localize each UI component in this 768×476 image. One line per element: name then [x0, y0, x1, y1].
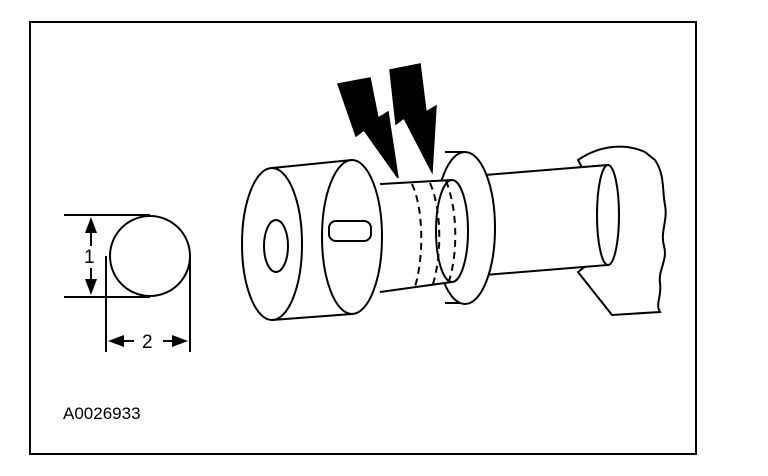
barrel-body: [380, 180, 452, 292]
front-cap-bottom-edge: [271, 313, 353, 321]
indicator-arrows: [337, 63, 437, 179]
figure-code: A0026933: [63, 404, 141, 423]
ring-line-3: [445, 180, 457, 285]
arrow-down-icon: [85, 279, 97, 295]
arrow-right-icon: [172, 335, 188, 347]
cylinder-assembly: [241, 145, 667, 321]
callout-2: 2: [142, 332, 153, 353]
front-cap-bore: [263, 219, 289, 273]
cross-section-circle: [109, 215, 191, 297]
shaft-end: [596, 164, 620, 266]
shaft-body: [484, 163, 609, 276]
key-slot: [328, 220, 372, 242]
indicator-arrow-right-icon: [389, 63, 437, 175]
barrel-top-edge: [379, 179, 453, 185]
barrel-bottom-edge: [379, 281, 453, 293]
ring-line-2: [429, 182, 441, 288]
front-cap-top-edge: [271, 159, 353, 169]
arrow-left-icon: [108, 335, 124, 347]
ring-line-1: [411, 183, 423, 291]
indicator-arrow-left-icon: [337, 77, 399, 179]
barrel-end: [435, 179, 469, 283]
service-rings: [411, 180, 457, 291]
callout-1: 1: [84, 247, 95, 268]
dimension-detail: [64, 214, 191, 352]
arrow-up-icon: [85, 217, 97, 233]
dimension-arrowheads: [85, 217, 188, 347]
